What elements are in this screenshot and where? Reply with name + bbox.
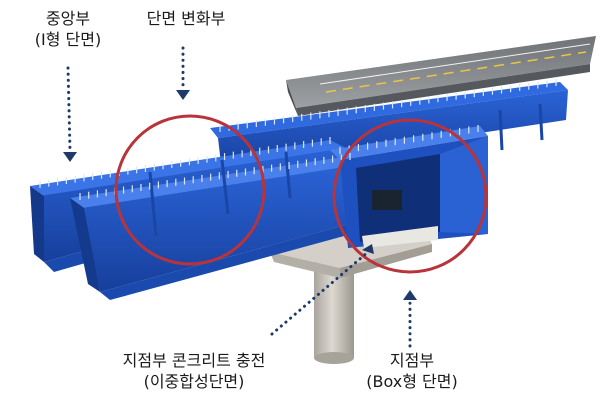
label-section-change: 단면 변화부	[126, 8, 246, 29]
label-center-section: 중앙부 (I형 단면)	[18, 8, 118, 50]
pointer-concrete	[270, 250, 370, 336]
highlight-support	[332, 118, 488, 274]
label-support-box: 지점부 (Box형 단면)	[352, 350, 472, 392]
label-center-section-line2: (I형 단면)	[34, 30, 102, 49]
near-girder-right	[70, 156, 366, 300]
highlight-circles	[114, 114, 488, 274]
label-center-section-line1: 중앙부	[45, 9, 91, 28]
label-support-concrete: 지점부 콘크리트 충전 (이중합성단면)	[84, 350, 304, 392]
pointer-center	[66, 66, 72, 152]
pointer-heads	[63, 90, 417, 300]
box-section	[330, 126, 488, 248]
highlight-section-change	[114, 114, 266, 266]
pointers	[66, 46, 412, 348]
cross-frames	[148, 103, 544, 237]
label-support-box-line1: 지점부	[389, 351, 435, 370]
label-support-box-line2: (Box형 단면)	[366, 372, 458, 391]
label-section-change-line1: 단면 변화부	[146, 9, 226, 28]
shear-studs	[39, 79, 557, 200]
road-deck	[286, 36, 596, 116]
label-support-concrete-line1: 지점부 콘크리트 충전	[122, 351, 266, 370]
label-support-concrete-line2: (이중합성단면)	[143, 372, 245, 391]
